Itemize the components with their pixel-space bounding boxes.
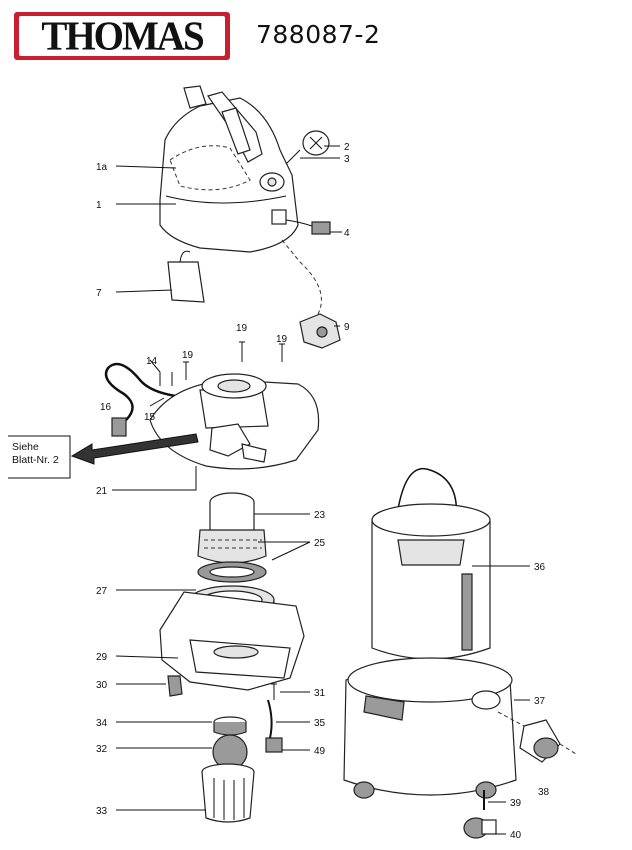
float-part [201,716,255,823]
filter-housing-part [159,591,305,691]
leader-lines [112,145,530,835]
label-15: 15 [144,412,156,423]
label-1a: 1a [96,162,108,173]
connector-part [285,219,331,235]
caster-part [463,790,497,839]
label-29: 29 [96,652,108,663]
label-33: 33 [96,806,108,817]
label-31: 31 [314,688,326,699]
flap-part [167,250,205,303]
label-4: 4 [344,228,350,239]
logo-text: THOMAS [41,13,204,59]
label-16: 16 [100,402,112,413]
label-34: 34 [96,718,108,729]
label-49: 49 [314,746,326,757]
top-housing-part [159,85,299,253]
label-25: 25 [314,538,326,549]
label-35: 35 [314,718,326,729]
switch-part [299,313,341,349]
label-39: 39 [510,798,522,809]
label-14: 14 [146,356,158,367]
label-38: 38 [538,787,550,798]
reference-arrow [8,433,199,479]
screw-part [285,149,301,165]
label-32: 32 [96,744,108,755]
label-30: 30 [96,680,108,691]
label-19-b: 19 [182,350,194,361]
reference-line-1: Siehe [12,441,39,453]
label-21: 21 [96,486,108,497]
label-1: 1 [96,200,102,211]
label-27: 27 [96,586,108,597]
container-part [371,467,491,660]
label-36: 36 [534,562,546,573]
label-37: 37 [534,696,546,707]
motor-plate-part [149,373,320,470]
label-23: 23 [314,510,326,521]
clip-part [167,675,183,697]
wire-path [281,239,322,315]
knob-part [302,130,330,156]
nozzle-part [497,711,577,763]
cable-part [104,362,177,437]
label-9: 9 [344,322,350,333]
label-40: 40 [510,830,522,841]
label-7: 7 [96,288,102,299]
tank-part [343,657,517,799]
logo-inner: THOMAS [19,16,225,56]
label-3: 3 [344,154,350,165]
label-2: 2 [344,142,350,153]
label-19-a: 19 [236,323,248,334]
screw-31 [271,683,277,700]
label-19-c: 19 [276,334,288,345]
screws-19 [183,341,285,380]
motor-part [197,492,267,583]
hose-part [265,699,283,753]
reference-line-2: Blatt-Nr. 2 [12,454,59,466]
model-number: 788087-2 [256,20,381,49]
thomas-logo: THOMAS [14,12,230,60]
